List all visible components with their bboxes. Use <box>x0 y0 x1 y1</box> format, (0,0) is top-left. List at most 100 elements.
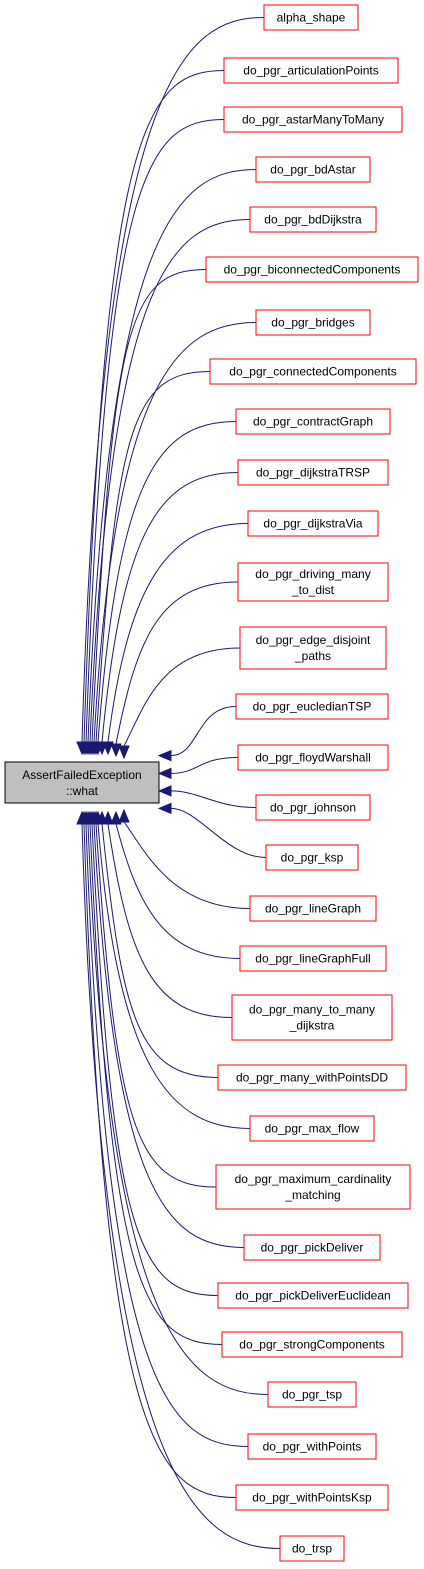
caller-node[interactable]: do_pgr_floydWarshall <box>237 744 389 771</box>
caller-node-label: do_pgr_dijkstraTRSP <box>256 466 370 480</box>
caller-node[interactable]: do_pgr_driving_many_to_dist <box>237 562 389 602</box>
caller-node-box <box>235 1484 389 1511</box>
caller-node-label: do_pgr_eucledianTSP <box>253 700 372 714</box>
caller-node[interactable]: do_pgr_many_withPointsDD <box>217 1064 407 1091</box>
caller-node[interactable]: do_pgr_dijkstraVia <box>247 510 379 537</box>
caller-node[interactable]: do_pgr_bridges <box>255 309 371 336</box>
caller-node-label: do_pgr_edge_disjoint <box>256 633 371 647</box>
caller-node-label: do_pgr_bridges <box>271 316 354 330</box>
caller-node[interactable]: do_pgr_tsp <box>267 1381 357 1408</box>
call-edge <box>91 823 219 1296</box>
caller-node-label: do_pgr_many_to_many <box>249 1003 375 1017</box>
caller-node-box <box>237 459 389 486</box>
call-edge <box>115 823 241 959</box>
caller-node[interactable]: do_pgr_biconnectedComponents <box>205 256 419 283</box>
caller-node[interactable]: do_pgr_edge_disjoint _paths <box>239 626 387 670</box>
caller-node[interactable]: alpha_shape <box>263 4 359 31</box>
call-edge <box>83 823 237 1498</box>
call-edge <box>81 823 281 1549</box>
caller-node[interactable]: do_pgr_pickDeliverEuclidean <box>217 1282 409 1309</box>
call-edge <box>123 821 251 909</box>
caller-node-label: do_pgr_contractGraph <box>253 415 373 429</box>
caller-node-label: do_pgr_articulationPoints <box>243 64 378 78</box>
caller-node-label: _paths <box>294 649 331 663</box>
caller-node-box <box>223 57 399 84</box>
caller-node[interactable]: do_pgr_bdDijkstra <box>249 206 377 233</box>
caller-node-box <box>263 4 359 31</box>
arrowhead <box>157 785 172 797</box>
call-edge <box>83 70 225 743</box>
caller-node-label: do_pgr_strongComponents <box>239 1338 384 1352</box>
call-edge <box>95 823 217 1188</box>
call-edge <box>93 322 257 743</box>
arrowhead <box>76 810 88 825</box>
caller-node-label: do_pgr_withPointsKsp <box>252 1491 372 1505</box>
caller-node-label: do_pgr_lineGraph <box>265 902 361 916</box>
caller-node-box <box>247 1433 377 1460</box>
caller-node[interactable]: do_pgr_bdAstar <box>255 156 371 183</box>
caller-node-box <box>243 1234 381 1261</box>
caller-node[interactable]: do_pgr_connectedComponents <box>209 358 417 385</box>
caller-node-label: do_pgr_johnson <box>270 801 356 815</box>
caller-node-box <box>205 256 419 283</box>
arrowhead <box>118 808 130 823</box>
caller-node-box <box>265 844 359 871</box>
caller-node-label: _to_dist <box>291 583 335 597</box>
arrowhead <box>110 743 122 758</box>
graph-edges <box>76 17 281 1549</box>
caller-node-box <box>279 1535 345 1562</box>
caller-node-label: do_pgr_astarManyToMany <box>242 113 384 127</box>
caller-node[interactable]: do_pgr_strongComponents <box>221 1331 403 1358</box>
caller-node[interactable]: do_pgr_astarManyToMany <box>223 106 403 133</box>
caller-node-box <box>217 1282 409 1309</box>
caller-node-label: do_pgr_biconnectedComponents <box>224 263 401 277</box>
caller-node[interactable]: do_pgr_maximum_cardinality_matching <box>215 1164 411 1210</box>
caller-node-box <box>249 895 377 922</box>
caller-node-box <box>239 945 387 972</box>
caller-node[interactable]: do_pgr_withPoints <box>247 1433 377 1460</box>
caller-node[interactable]: do_pgr_articulationPoints <box>223 57 399 84</box>
call-edge <box>170 790 257 808</box>
caller-node[interactable]: do_trsp <box>279 1535 345 1562</box>
call-edge <box>123 647 241 747</box>
caller-node[interactable]: do_pgr_contractGraph <box>235 408 391 435</box>
caller-node-label: _dijkstra <box>289 1019 335 1033</box>
caller-node-label: do_pgr_connectedComponents <box>229 365 396 379</box>
arrowhead <box>157 802 172 815</box>
caller-node[interactable]: do_pgr_ksp <box>265 844 359 871</box>
call-edge <box>170 807 267 858</box>
caller-node[interactable]: do_pgr_dijkstraTRSP <box>237 459 389 486</box>
arrowhead <box>157 767 172 780</box>
caller-node-box <box>239 626 387 670</box>
caller-node-label: do_pgr_bdAstar <box>270 163 355 177</box>
caller-node-box <box>223 106 403 133</box>
caller-node-label: alpha_shape <box>277 11 346 25</box>
arrowhead <box>102 741 114 756</box>
source-node-label: AssertFailedException <box>22 768 141 782</box>
caller-node[interactable]: do_pgr_lineGraphFull <box>239 945 387 972</box>
graph-nodes: AssertFailedException::what alpha_shapedo… <box>4 4 419 1562</box>
call-edge <box>115 581 239 745</box>
caller-node[interactable]: do_pgr_many_to_many _dijkstra <box>231 994 393 1041</box>
caller-node-box <box>237 562 389 602</box>
call-edge <box>81 17 265 743</box>
caller-node-box <box>237 744 389 771</box>
caller-node-label: do_pgr_bdDijkstra <box>264 213 362 227</box>
caller-node-box <box>247 510 379 537</box>
caller-node[interactable]: do_pgr_pickDeliver <box>243 1234 381 1261</box>
caller-node[interactable]: do_pgr_lineGraph <box>249 895 377 922</box>
call-edge <box>101 823 219 1078</box>
caller-node[interactable]: do_pgr_johnson <box>255 794 371 821</box>
caller-node-box <box>249 1115 375 1142</box>
arrowhead <box>118 745 130 760</box>
caller-node[interactable]: do_pgr_eucledianTSP <box>235 693 389 720</box>
caller-node[interactable]: do_pgr_max_flow <box>249 1115 375 1142</box>
call-edge <box>87 169 257 743</box>
caller-node-label: _matching <box>284 1188 340 1202</box>
call-edge <box>97 823 251 1129</box>
source-node[interactable]: AssertFailedException::what <box>4 761 160 804</box>
caller-node-box <box>255 309 371 336</box>
caller-node[interactable]: do_pgr_withPointsKsp <box>235 1484 389 1511</box>
caller-node-box <box>235 408 391 435</box>
